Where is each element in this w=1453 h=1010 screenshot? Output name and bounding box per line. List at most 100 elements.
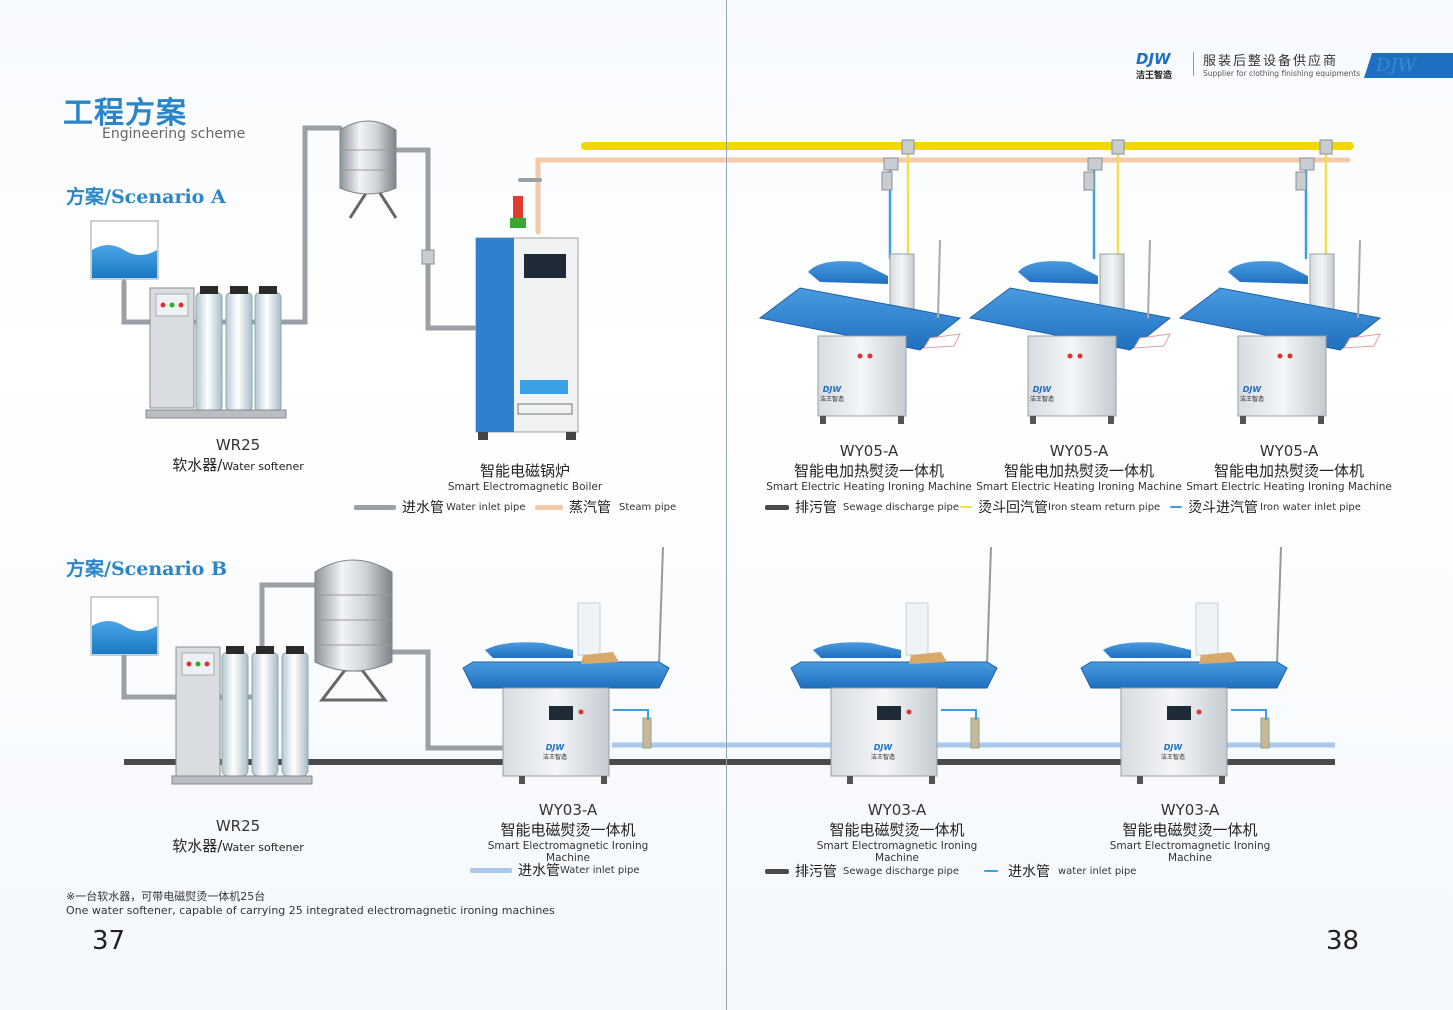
machine-en: Smart Electromagnetic Ironing Machine (487, 840, 649, 864)
legend-en: water inlet pipe (1058, 865, 1137, 877)
legend-en: Iron steam return pipe (1048, 501, 1161, 513)
machine-model: WY03-A (867, 801, 927, 819)
machine-en: Smart Electromagnetic Ironing Machine (816, 840, 978, 864)
page-number-left: 37 (92, 926, 126, 956)
legend-swatch (960, 506, 972, 508)
machine-model: WY03-A (1160, 801, 1220, 819)
legend-a-sewage: 排污管 Sewage discharge pipe (765, 497, 959, 517)
machine-model: WY05-A (1259, 442, 1319, 460)
machine-en: Smart Electric Heating Ironing Machine (766, 481, 972, 493)
machine-model: WY05-A (1049, 442, 1109, 460)
legend-cn: 进水管 (518, 863, 560, 879)
legend-a-steam: 蒸汽管 Steam pipe (535, 497, 676, 517)
water-softener-unit-b (171, 646, 313, 785)
scenario-b-heading: 方案/Scenario B (66, 558, 228, 580)
machine-cn: 智能电磁熨烫一体机 (1122, 821, 1258, 839)
legend-cn: 排污管 (795, 500, 837, 516)
softener-a-en: Water softener (222, 460, 304, 473)
machine-cn: 智能电磁熨烫一体机 (500, 821, 636, 839)
boiler-label: 智能电磁锅炉 Smart Electromagnetic Boiler (440, 460, 610, 493)
legend-swatch (984, 870, 998, 872)
legend-cn: 进水管 (1008, 864, 1050, 880)
legend-cn: 烫斗进汽管 (1188, 500, 1258, 516)
machine-badge-cn: 洁王智造 (543, 753, 567, 761)
machine-b-2-label: WY03-A 智能电磁熨烫一体机 Smart Electromagnetic I… (797, 801, 997, 864)
storage-tank-icon-b (314, 559, 393, 702)
machine-model: WY03-A (538, 801, 598, 819)
softener-a-label: WR25 软水器/Water softener (150, 436, 326, 475)
machine-en: Smart Electromagnetic Ironing Machine (1109, 840, 1271, 864)
header-slogan: 服装后整设备供应商 Supplier for clothing finishin… (1203, 54, 1361, 78)
header-tab (1364, 53, 1453, 78)
machine-badge-cn: 洁王智造 (1240, 395, 1264, 403)
machine-badge-logo: DJW (546, 743, 566, 752)
legend-cn: 烫斗回汽管 (978, 500, 1048, 516)
water-source-icon-b (90, 596, 159, 656)
machine-en: Smart Electric Heating Ironing Machine (976, 481, 1182, 493)
legend-en: Sewage discharge pipe (843, 865, 960, 877)
boiler-cn: 智能电磁锅炉 (479, 462, 570, 480)
legend-b-water-inlet-2: 进水管 water inlet pipe (984, 861, 1136, 881)
machine-b-3-label: WY03-A 智能电磁熨烫一体机 Smart Electromagnetic I… (1090, 801, 1290, 864)
machine-badge-logo: DJW (1243, 385, 1263, 394)
softener-b-model: WR25 (215, 817, 261, 835)
machine-badge-logo: DJW (1033, 385, 1053, 394)
footnote-en: One water softener, capable of carrying … (66, 904, 555, 917)
electromagnetic-boiler-icon (475, 196, 579, 440)
machine-badge-cn: 洁王智造 (1161, 753, 1185, 761)
machine-badge-logo: DJW (874, 743, 894, 752)
machine-b-1-label: WY03-A 智能电磁熨烫一体机 Smart Electromagnetic I… (468, 801, 668, 864)
footnote-cn: ※一台软水器，可带电磁熨烫一体机25台 (66, 890, 266, 903)
legend-en: Water inlet pipe (446, 501, 526, 513)
legend-cn: 蒸汽管 (569, 500, 611, 516)
machine-badge-logo: DJW (823, 385, 843, 394)
page-title: 工程方案 (63, 96, 187, 131)
legend-en: Water inlet pipe (560, 864, 640, 876)
legend-en: Iron water inlet pipe (1260, 501, 1361, 513)
boiler-en: Smart Electromagnetic Boiler (447, 481, 603, 493)
softener-b-en: Water softener (222, 841, 304, 854)
legend-en: Steam pipe (619, 501, 677, 513)
legend-en: Sewage discharge pipe (843, 501, 960, 513)
brand-logo: DJW 洁王智造 (1136, 50, 1173, 81)
legend-swatch (535, 504, 563, 510)
softener-b-label: WR25 软水器/Water softener (150, 817, 326, 856)
legend-cn: 排污管 (795, 864, 837, 880)
legend-swatch (470, 867, 512, 873)
scenario-a-heading: 方案/Scenario A (66, 186, 226, 208)
softener-a-model: WR25 (215, 436, 261, 454)
machine-a-3-label: WY05-A 智能电加热熨烫一体机 Smart Electric Heating… (1180, 442, 1398, 493)
machine-badge-cn: 洁王智造 (871, 753, 895, 761)
page-spine (726, 0, 727, 1010)
machine-model: WY05-A (839, 442, 899, 460)
machine-badge-logo: DJW (1164, 743, 1184, 752)
machine-cn: 智能电加热熨烫一体机 (1213, 462, 1364, 480)
water-source-icon (90, 220, 159, 280)
page-number-right: 38 (1326, 926, 1360, 956)
machine-a-2-label: WY05-A 智能电加热熨烫一体机 Smart Electric Heating… (970, 442, 1188, 493)
machine-a-1-label: WY05-A 智能电加热熨烫一体机 Smart Electric Heating… (760, 442, 978, 493)
machine-cn: 智能电磁熨烫一体机 (829, 821, 965, 839)
pipe-fittings-a (421, 139, 1333, 265)
softener-b-cn: 软水器/ (172, 837, 223, 855)
water-softener-unit-a (145, 286, 287, 419)
legend-swatch (1170, 506, 1182, 508)
storage-tank-icon (339, 120, 398, 219)
machine-badge-cn: 洁王智造 (1030, 395, 1054, 403)
legend-b-sewage: 排污管 Sewage discharge pipe (765, 861, 959, 881)
machine-en: Smart Electric Heating Ironing Machine (1186, 481, 1392, 493)
